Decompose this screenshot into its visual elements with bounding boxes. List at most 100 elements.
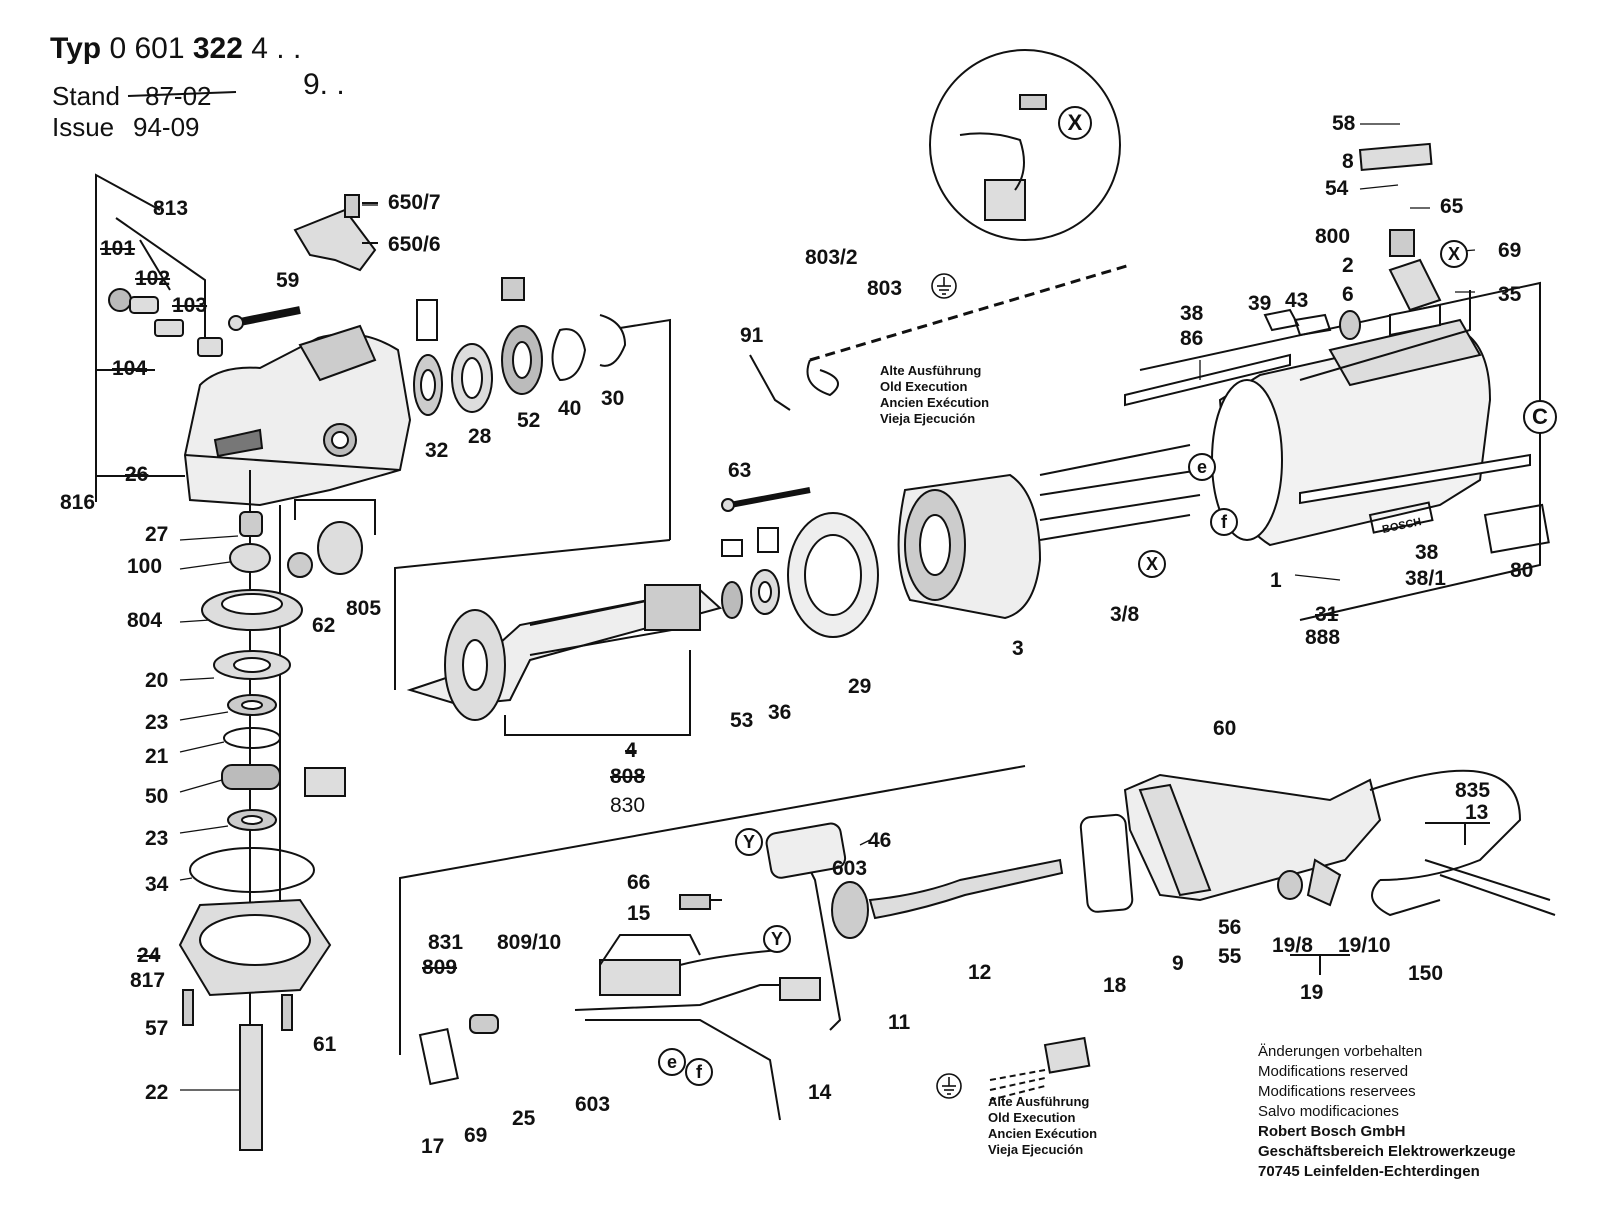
footer-division: Geschäftsbereich Elektrowerkzeuge bbox=[1258, 1143, 1516, 1160]
part-label: 57 bbox=[145, 1017, 169, 1040]
part-label: 18 bbox=[1103, 974, 1127, 997]
note-de: Alte Ausführung bbox=[988, 1094, 1090, 1109]
note-es: Vieja Ejecución bbox=[880, 411, 976, 426]
note-en: Old Execution bbox=[880, 379, 968, 394]
part-label: 835 bbox=[1455, 779, 1491, 802]
part-label: 21 bbox=[145, 745, 169, 768]
part-label: 101 bbox=[100, 237, 136, 260]
issue-value: 94-09 bbox=[133, 112, 200, 142]
part-label: 808 bbox=[610, 765, 646, 788]
part-label: 38 bbox=[1180, 302, 1204, 325]
footer-line: Salvo modificaciones bbox=[1258, 1103, 1399, 1120]
footer-block: Änderungen vorbehalten Modifications res… bbox=[1258, 1042, 1516, 1182]
part-label: 19 bbox=[1300, 981, 1324, 1004]
part-label: 69 bbox=[464, 1124, 488, 1147]
part-label: 63 bbox=[728, 459, 752, 482]
part-label: 32 bbox=[425, 439, 449, 462]
part-label: 58 bbox=[1332, 112, 1356, 135]
part-label: 102 bbox=[135, 267, 171, 290]
footer-line: Änderungen vorbehalten bbox=[1258, 1043, 1423, 1060]
part-label: 86 bbox=[1180, 327, 1204, 350]
marker-e: e bbox=[658, 1048, 686, 1076]
part-label: 20 bbox=[145, 669, 169, 692]
part-label: 3 bbox=[1012, 637, 1024, 660]
part-label: 15 bbox=[627, 902, 651, 925]
note-en: Old Execution bbox=[988, 1110, 1076, 1125]
marker-c: C bbox=[1523, 400, 1557, 434]
part-label: 12 bbox=[968, 961, 992, 984]
marker-y: Y bbox=[735, 828, 763, 856]
part-label: 8 bbox=[1342, 150, 1354, 173]
part-label: 52 bbox=[517, 409, 541, 432]
part-label: 803 bbox=[867, 277, 903, 300]
footer-line: Modifications reservees bbox=[1258, 1083, 1416, 1100]
part-label: 29 bbox=[848, 675, 872, 698]
part-label: 650/6 bbox=[388, 233, 441, 256]
part-label: 35 bbox=[1498, 283, 1522, 306]
part-label: 100 bbox=[127, 555, 163, 578]
part-label: 80 bbox=[1510, 559, 1534, 582]
part-label: 800 bbox=[1315, 225, 1351, 248]
part-label: 38 bbox=[1415, 541, 1439, 564]
stand-label: Stand bbox=[52, 81, 120, 111]
part-label: 27 bbox=[145, 523, 169, 546]
part-label: 2 bbox=[1342, 254, 1354, 277]
footer-address: 70745 Leinfelden-Echterdingen bbox=[1258, 1163, 1480, 1180]
part-label: 91 bbox=[740, 324, 764, 347]
part-label: 53 bbox=[730, 709, 754, 732]
part-label: 1 bbox=[1270, 569, 1282, 592]
part-label: 104 bbox=[112, 357, 148, 380]
part-label: 34 bbox=[145, 873, 169, 896]
part-label: 813 bbox=[153, 197, 189, 220]
part-label: 817 bbox=[130, 969, 166, 992]
note-es: Vieja Ejecución bbox=[988, 1142, 1084, 1157]
part-label: 17 bbox=[421, 1135, 445, 1158]
marker-y: Y bbox=[763, 925, 791, 953]
part-label: 22 bbox=[145, 1081, 169, 1104]
part-label: 3/8 bbox=[1110, 603, 1140, 626]
part-label: 66 bbox=[627, 871, 651, 894]
type-suffix-2: 9. . bbox=[303, 68, 345, 101]
part-label: 809 bbox=[422, 956, 458, 979]
note-de: Alte Ausführung bbox=[880, 363, 982, 378]
old-execution-note: Alte Ausführung Old Execution Ancien Exé… bbox=[988, 1094, 1097, 1158]
part-label: 54 bbox=[1325, 177, 1349, 200]
part-label: 4 bbox=[625, 739, 637, 762]
part-label: 26 bbox=[125, 463, 149, 486]
part-label: 803/2 bbox=[805, 246, 858, 269]
footer-line: Modifications reserved bbox=[1258, 1063, 1409, 1080]
part-label: 831 bbox=[428, 931, 464, 954]
part-label: 60 bbox=[1213, 717, 1237, 740]
part-label: 103 bbox=[172, 294, 208, 317]
part-label: 43 bbox=[1285, 289, 1309, 312]
part-label: 650/7 bbox=[388, 191, 441, 214]
marker-f: f bbox=[1210, 508, 1238, 536]
part-label: 888 bbox=[1305, 626, 1341, 649]
part-label: 40 bbox=[558, 397, 582, 420]
part-label: 804 bbox=[127, 609, 163, 632]
stand-value: 87-02 bbox=[145, 81, 212, 111]
part-label: 830 bbox=[610, 794, 646, 817]
part-label: 809/10 bbox=[497, 931, 562, 954]
part-label: 56 bbox=[1218, 916, 1242, 939]
type-prefix: Typ bbox=[50, 32, 102, 65]
marker-e: e bbox=[1188, 453, 1216, 481]
part-label: 603 bbox=[575, 1093, 611, 1116]
part-label: 69 bbox=[1498, 239, 1522, 262]
type-number: 0 601 bbox=[109, 32, 185, 65]
part-label: 31 bbox=[1315, 603, 1339, 626]
issue-label: Issue bbox=[52, 112, 115, 142]
part-label: 805 bbox=[346, 597, 382, 620]
marker-x: X bbox=[1138, 550, 1166, 578]
part-label: 62 bbox=[312, 614, 336, 637]
part-label: 150 bbox=[1408, 962, 1444, 985]
type-number-bold: 322 bbox=[192, 32, 243, 65]
ground-icon bbox=[931, 273, 957, 299]
part-label: 46 bbox=[868, 829, 892, 852]
part-label: 30 bbox=[601, 387, 625, 410]
part-label: 6 bbox=[1342, 283, 1354, 306]
marker-x: X bbox=[1058, 106, 1092, 140]
part-label: 11 bbox=[888, 1011, 911, 1034]
